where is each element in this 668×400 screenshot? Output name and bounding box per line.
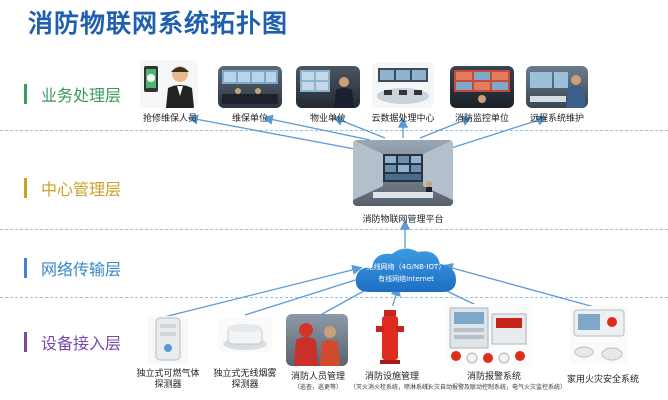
node-label-facility: 消防设施管理 [364,372,420,382]
node-label-home-fire: 家用火灾安全系统 [566,375,640,385]
layer-label-device: 设备接入层 [24,330,121,354]
node-label-smoke-detector: 独立式无线烟雾 探测器 [213,369,277,390]
node-sublabel-personnel: （巡查，巡更等） [293,384,343,391]
arrow-home-to-cloud [442,263,599,309]
layer-separator [0,229,668,230]
node-label-gas-detector: 独立式可燃气体 探测器 [136,369,200,390]
arrow-to-monitor-unit [419,116,473,139]
personnel-management-photo [286,314,348,366]
arrow-to-property-unit [332,116,386,139]
smoke-detector-illustration [218,318,272,352]
remote-maintenance-photo [526,66,588,108]
node-label-remote-maintenance: 远程系统维护 [529,114,585,124]
arrow-to-maintenance-unit [262,114,371,141]
arrow-gas-to-cloud [159,264,363,319]
alarm-system-illustration [446,304,532,366]
layer-separator [0,297,668,298]
layer-bar [24,84,27,104]
maintenance-unit-photo [218,66,282,108]
management-platform-photo [353,140,453,206]
cloud-center-illustration [372,62,434,108]
arrow-to-remote-maintenance [444,115,548,151]
node-label-property-unit: 物业单位 [309,114,347,124]
layer-label-text: 业务处理层 [41,86,122,105]
monitor-unit-photo [450,66,514,108]
gas-detector-illustration [148,316,188,364]
layer-label-business: 业务处理层 [24,82,121,106]
node-label-maintenance-unit: 维保单位 [231,114,269,124]
layer-label-text: 网络传输层 [41,260,122,279]
node-label-repair-staff: 抢修维保人员 [142,114,198,124]
home-fire-system-illustration [570,306,628,364]
layer-label-network: 网络传输层 [24,256,121,280]
layer-label-center: 中心管理层 [24,176,121,200]
node-label-personnel: 消防人员管理 [290,372,346,382]
network-cloud: 无线网络（4G/NB-IOT） 有线网络Internet [352,244,460,296]
node-sublabel-facility: （灭火消火栓系统，喷淋系统） [349,384,435,391]
layer-label-text: 设备接入层 [41,334,122,353]
node-label-management-platform: 消防物联网管理平台 [362,215,444,225]
arrow-smoke-to-cloud [244,273,371,316]
cloud-wired-label: 有线网络Internet [378,275,434,283]
repair-staff-illustration [140,60,198,108]
diagram-title: 消防物联网系统拓扑图 [28,9,289,38]
arrow-to-repair-staff [187,114,361,151]
layer-bar [24,332,27,352]
cloud-wireless-label: 无线网络（4G/NB-IOT） [366,263,446,271]
fire-hydrant-illustration [372,306,408,366]
property-unit-photo [296,66,360,108]
layer-label-text: 中心管理层 [41,180,122,199]
node-sublabel-alarm: （火灾自动报警及联动控制系统，电气火灾监控系统） [421,384,567,391]
node-label-alarm: 消防报警系统 [466,372,522,382]
node-label-cloud-center: 云数据处理中心 [371,114,435,124]
layer-separator [0,130,668,131]
node-label-monitor-unit: 消防监控单位 [454,114,510,124]
layer-bar [24,258,27,278]
layer-bar [24,178,27,198]
